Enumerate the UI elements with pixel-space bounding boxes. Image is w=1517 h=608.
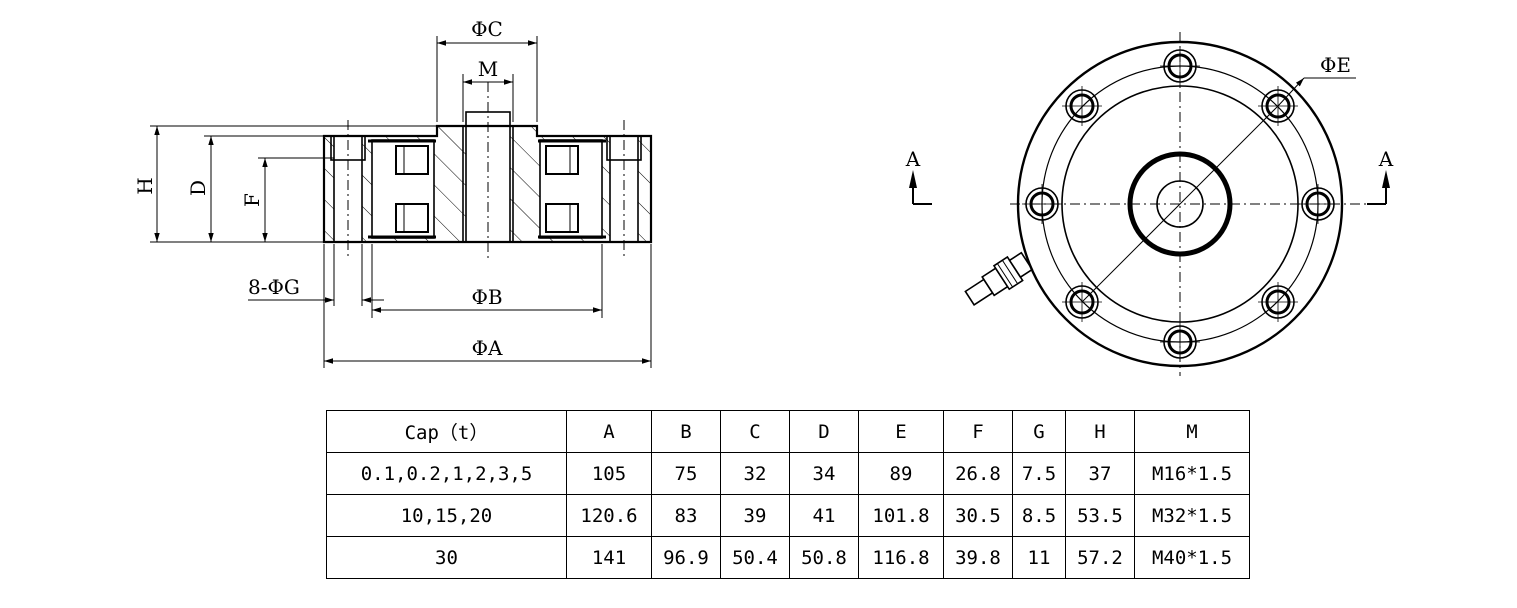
col-header: A (566, 410, 652, 453)
table-cell: 10,15,20 (326, 494, 567, 537)
dim-label-d: D (186, 180, 210, 196)
table-cell: 50.8 (789, 536, 859, 579)
table-cell: 30.5 (943, 494, 1013, 537)
table-cell: 32 (720, 452, 790, 495)
table-cell: 89 (858, 452, 944, 495)
top-view: ΦE (905, 32, 1394, 376)
table-cell: 116.8 (858, 536, 944, 579)
dim-label-dia-c: ΦC (471, 17, 503, 41)
table-cell: 101.8 (858, 494, 944, 537)
col-header: E (858, 410, 944, 453)
table-row: 0.1,0.2,1,2,3,5 105 75 32 34 89 26.8 7.5… (326, 452, 1250, 495)
dimension-table: Cap（t） A B C D E F G H M 0.1,0.2,1,2,3,5… (326, 410, 1250, 579)
table-cell: 75 (651, 452, 721, 495)
section-mark-right: A (1367, 147, 1394, 205)
col-header: C (720, 410, 790, 453)
col-header: M (1134, 410, 1250, 453)
dim-label-g: 8-ΦG (248, 275, 300, 299)
table-cell: M40*1.5 (1134, 536, 1250, 579)
col-header: G (1012, 410, 1066, 453)
table-cell: 120.6 (566, 494, 652, 537)
table-cell: 57.2 (1065, 536, 1135, 579)
col-header: D (789, 410, 859, 453)
dim-label-f: F (240, 193, 264, 207)
col-header: F (943, 410, 1013, 453)
bolt-holes (1022, 46, 1338, 362)
cable-gland (964, 251, 1034, 306)
table-cell: M16*1.5 (1134, 452, 1250, 495)
col-header: Cap（t） (326, 410, 567, 453)
dim-label-dia-a: ΦA (472, 336, 503, 360)
table-cell: 37 (1065, 452, 1135, 495)
dim-label-m: M (478, 57, 498, 81)
table-cell: M32*1.5 (1134, 494, 1250, 537)
table-cell: 8.5 (1012, 494, 1066, 537)
col-header: B (651, 410, 721, 453)
table-row: 10,15,20 120.6 83 39 41 101.8 30.5 8.5 5… (326, 494, 1250, 537)
table-cell: 0.1,0.2,1,2,3,5 (326, 452, 567, 495)
table-cell: 34 (789, 452, 859, 495)
table-cell: 39 (720, 494, 790, 537)
table-cell: 96.9 (651, 536, 721, 579)
table-cell: 141 (566, 536, 652, 579)
table-cell: 41 (789, 494, 859, 537)
table-cell: 30 (326, 536, 567, 579)
section-outline (322, 124, 653, 244)
table-cell: 7.5 (1012, 452, 1066, 495)
section-view: ΦC M H D F 8-ΦG ΦB ΦA (133, 17, 653, 368)
table-cell: 39.8 (943, 536, 1013, 579)
dim-label-dia-b: ΦB (471, 285, 502, 309)
dim-label-dia-e: ΦE (1320, 53, 1351, 77)
table-cell: 83 (651, 494, 721, 537)
section-label-left: A (905, 147, 921, 171)
table-cell: 50.4 (720, 536, 790, 579)
table-cell: 11 (1012, 536, 1066, 579)
section-mark-left: A (905, 147, 932, 205)
table-cell: 53.5 (1065, 494, 1135, 537)
dim-label-h: H (133, 177, 157, 194)
table-header-row: Cap（t） A B C D E F G H M (326, 410, 1250, 453)
technical-drawing: ΦC M H D F 8-ΦG ΦB ΦA (133, 17, 1394, 376)
section-label-right: A (1378, 147, 1394, 171)
col-header: H (1065, 410, 1135, 453)
table-cell: 105 (566, 452, 652, 495)
table-cell: 26.8 (943, 452, 1013, 495)
table-row: 30 141 96.9 50.4 50.8 116.8 39.8 11 57.2… (326, 536, 1250, 579)
